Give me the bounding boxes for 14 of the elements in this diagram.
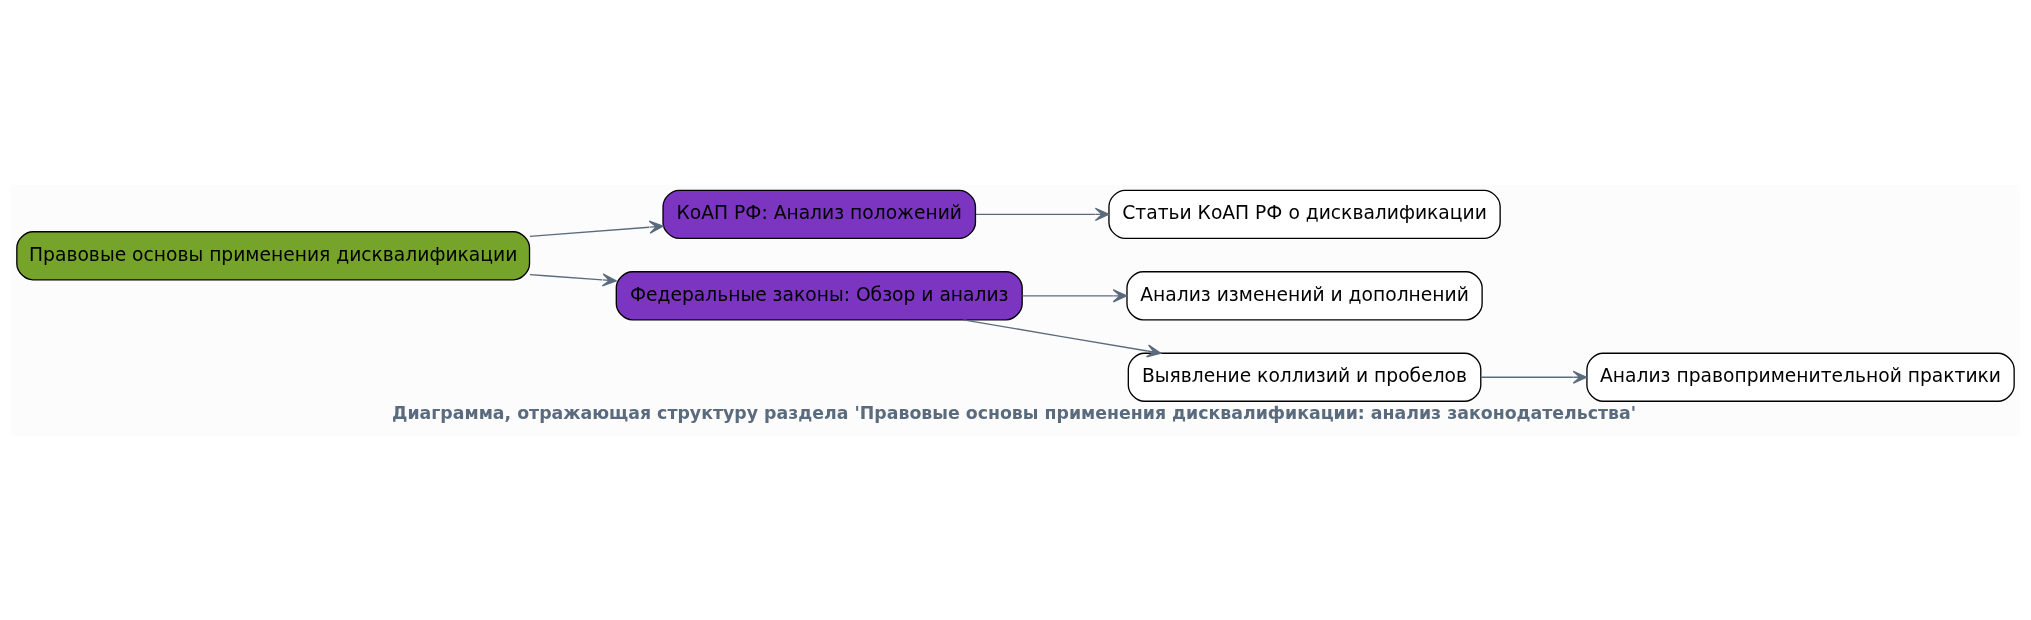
diagram-title: Диаграмма, отражающая структуру раздела 'Правовые основы применения дисквалификации: анализ законодательства' [392,402,1637,423]
node-box: Правовые основы применения дисквалификации [16,230,531,280]
node-box: Федеральные законы: Обзор и анализ [615,270,1023,321]
arrow [975,207,1110,221]
node-box: Статьи КоАП РФ о дисквалификации [1108,189,1501,239]
arrow [529,220,664,237]
node-box: Анализ изменений и дополнений [1126,270,1483,321]
node-box: Анализ правоприменительной практики [1586,352,2015,402]
arrow [1021,288,1128,302]
node-box: Выявление коллизий и пробелов [1127,352,1482,402]
arrow [529,272,617,287]
arrow [962,318,1162,358]
arrow [1480,370,1588,384]
node-box: КоАП РФ: Анализ положений [662,189,977,239]
